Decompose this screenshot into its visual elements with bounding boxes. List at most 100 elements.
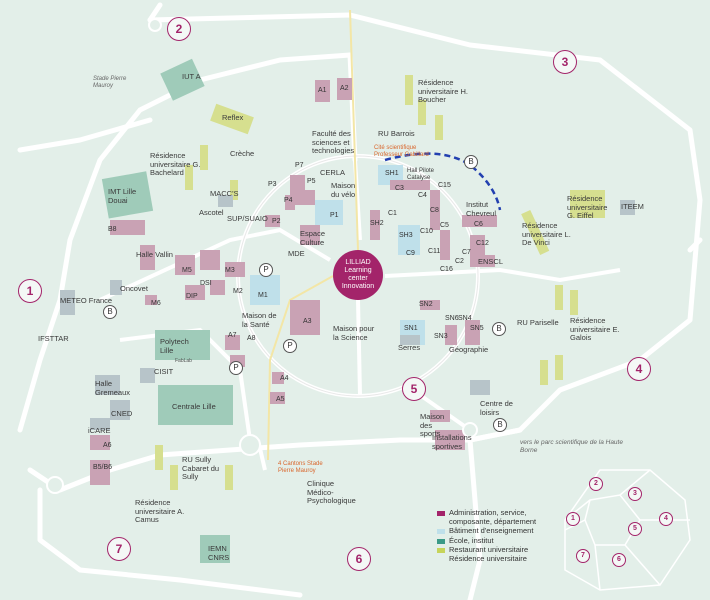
label-c10: C10	[420, 228, 433, 235]
zone-3-marker[interactable]: 3	[553, 50, 577, 74]
label-clinique: Clinique Médico-Psychologique	[307, 479, 356, 505]
label-dip: DIP	[186, 293, 198, 300]
label-sh1: SH1	[385, 170, 399, 177]
parking-icon[interactable]: P	[229, 361, 243, 375]
label-hall-pilote: Hall Pilote Catalyse	[407, 168, 435, 181]
label-cned: CNED	[111, 409, 133, 418]
label-maison-sports: Maison des sports	[420, 412, 445, 438]
label-faculte-sciences: Faculté des sciences et technologies	[312, 129, 355, 155]
label-iemn: IEMN CNRS	[208, 544, 230, 562]
label-c8: C8	[430, 207, 439, 214]
label-m3: M3	[225, 267, 235, 274]
label-cite-scientifique: Cité scientifique Professeur Gabillard	[374, 145, 429, 158]
label-ru-pariselle: RU Pariselle	[517, 318, 559, 327]
label-sn5: SN5	[470, 325, 484, 332]
label-a3: A3	[303, 318, 312, 325]
label-quatre-cantons: 4 Cantons Stade Pierre Mauroy	[278, 461, 323, 474]
label-p3: P3	[268, 181, 277, 188]
bus-stop-icon[interactable]: B	[492, 322, 506, 336]
label-a4: A4	[280, 375, 289, 382]
label-enscl: ENSCL	[478, 257, 504, 266]
label-maccs: MACC'S	[210, 189, 239, 198]
legend-teaching: Bâtiment d'enseignement	[437, 526, 559, 536]
label-sn1: SN1	[404, 325, 418, 332]
label-imt: IMT Lille Douai	[108, 187, 137, 205]
label-ru-barrois: RU Barrois	[378, 129, 415, 138]
label-stade-maurey: Stade Pierre Mauroy	[93, 76, 127, 89]
bus-stop-icon[interactable]: B	[493, 418, 507, 432]
label-b5b6: B5/B6	[93, 464, 113, 471]
label-espace-culture: Espace Culture	[300, 229, 326, 247]
zone-1-marker[interactable]: 1	[18, 279, 42, 303]
label-ascotel: Ascotel	[199, 208, 224, 217]
label-c15: C15	[438, 182, 451, 189]
label-residence-bachelard: Résidence universitaire G. Bachelard	[150, 151, 201, 177]
label-residence-galois: Résidence universitaire E. Galois	[570, 316, 620, 342]
label-m6: M6	[151, 300, 161, 307]
label-a1: A1	[318, 87, 327, 94]
zone-7-marker[interactable]: 7	[107, 537, 131, 561]
metro-line	[267, 9, 359, 461]
label-ru-sully: RU Sully Cabaret du Sully	[182, 455, 220, 481]
label-centrale: Centrale Lille	[172, 402, 216, 411]
inset-zone-4: 4	[659, 512, 673, 526]
label-mde: MDE	[288, 249, 305, 258]
label-reflex: Reflex	[222, 113, 244, 122]
label-creche: Crèche	[230, 149, 255, 158]
legend-admin: Administration, service, composante, dép…	[437, 508, 559, 526]
parking-icon[interactable]: P	[259, 263, 273, 277]
label-p7: P7	[295, 162, 304, 169]
zone-5-marker[interactable]: 5	[402, 377, 426, 401]
bus-stop-icon[interactable]: B	[464, 155, 478, 169]
label-c4: C4	[418, 192, 427, 199]
label-sh3: SH3	[399, 232, 413, 239]
label-c12: C12	[476, 240, 489, 247]
label-meteo: METEO France	[60, 296, 113, 305]
label-c5: C5	[440, 222, 449, 229]
label-icare: iCARE	[88, 426, 111, 435]
label-sn2: SN2	[419, 301, 433, 308]
label-dsi: DSI	[200, 280, 212, 287]
school-buildings	[101, 58, 233, 563]
label-sn3: SN3	[434, 333, 448, 340]
bus-stop-icon[interactable]: B	[103, 305, 117, 319]
label-cerla: CERLA	[320, 168, 346, 177]
label-b8: B8	[108, 226, 117, 233]
label-maison-sante: Maison de la Santé	[242, 311, 277, 329]
legend-residence: Restaurant universitaire Résidence unive…	[437, 545, 559, 563]
label-iut-a: IUT A	[182, 72, 201, 81]
zone-4-marker[interactable]: 4	[627, 357, 651, 381]
label-residence-vinci: Résidence universitaire L. De Vinci	[522, 221, 571, 247]
label-iteem: ITEEM	[621, 202, 644, 211]
label-sh2: SH2	[370, 220, 384, 227]
label-serres: Serres	[398, 343, 421, 352]
label-m1: M1	[258, 292, 268, 299]
label-maison-velo: Maison du vélo	[331, 181, 356, 199]
admin-buildings	[90, 78, 497, 485]
label-c2: C2	[455, 258, 464, 265]
label-residence-boucher: Résidence universitaire H. Boucher	[418, 78, 469, 104]
inset-zone-6: 6	[612, 553, 626, 567]
label-ifsttar: IFSTTAR	[38, 334, 69, 343]
legend-school: École, institut	[437, 536, 559, 546]
lilliad-center[interactable]: LILLIAD Learning center Innovation	[333, 250, 383, 300]
label-a6: A6	[103, 442, 112, 449]
label-sn6: SN6	[445, 315, 459, 322]
label-p1: P1	[330, 212, 339, 219]
zone-2-marker[interactable]: 2	[167, 17, 191, 41]
label-maison-science: Maison pour la Science	[333, 324, 375, 342]
label-fablab: FabLab	[175, 358, 192, 364]
zone-6-marker[interactable]: 6	[347, 547, 371, 571]
label-residence-eiffel: Résidence universitaire G. Eiffel	[567, 194, 608, 220]
label-c7: C7	[462, 249, 471, 256]
label-centre-loisirs: Centre de loisirs	[480, 399, 513, 417]
map-legend: Administration, service, composante, dép…	[437, 508, 559, 564]
label-a8: A8	[247, 335, 256, 342]
label-c3: C3	[395, 185, 404, 192]
label-cisit: CISIT	[154, 367, 174, 376]
label-p5: P5	[307, 178, 316, 185]
label-c16: C16	[440, 266, 453, 273]
parking-icon[interactable]: P	[283, 339, 297, 353]
label-sn4: SN4	[458, 315, 472, 322]
